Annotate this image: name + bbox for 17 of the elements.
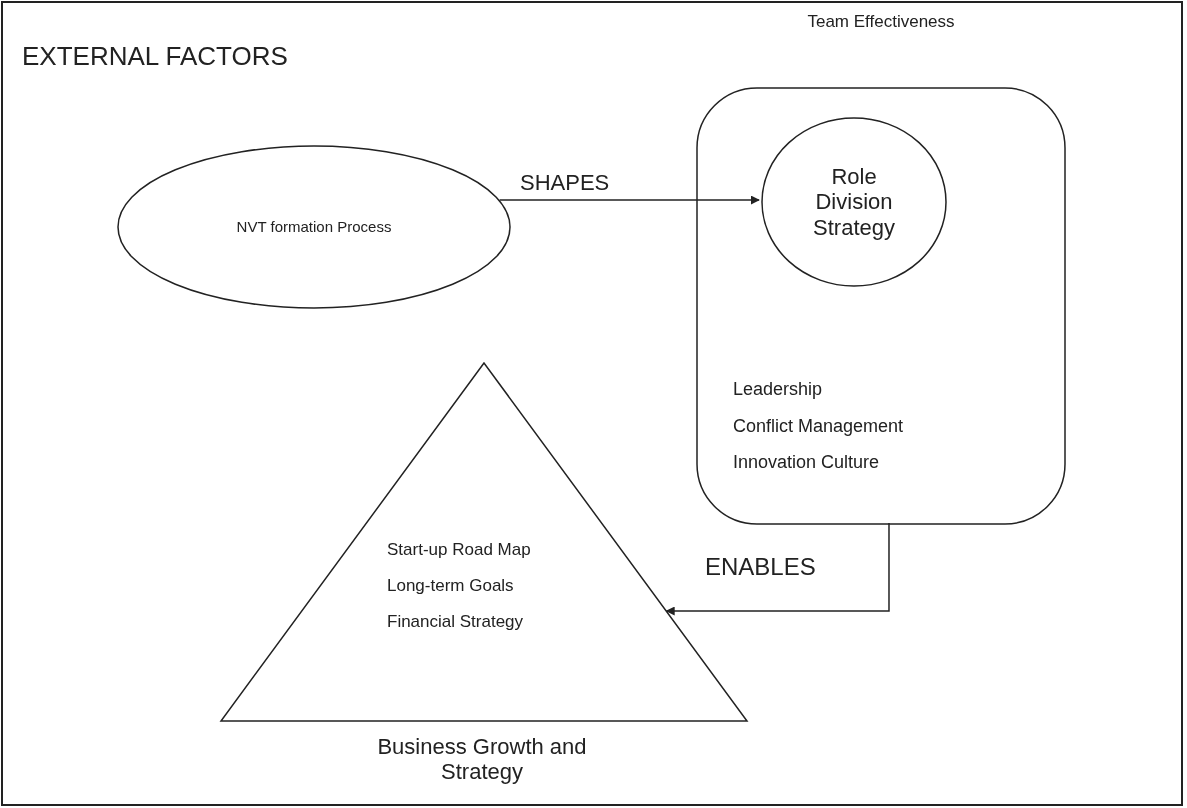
triangle-caption: Business Growth and Strategy bbox=[376, 734, 588, 785]
arrow bbox=[665, 522, 890, 616]
list-item: Financial Strategy bbox=[387, 612, 524, 632]
group-heading: Team Effectiveness bbox=[807, 12, 955, 32]
list-item: Start-up Road Map bbox=[387, 540, 531, 560]
ellipse-node bbox=[761, 117, 947, 287]
edge-label: SHAPES bbox=[520, 170, 610, 196]
list-item: Long-term Goals bbox=[387, 576, 514, 596]
node-text: NVT formation Process bbox=[236, 218, 392, 236]
list-item: Leadership bbox=[733, 379, 823, 400]
frame-heading: EXTERNAL FACTORS bbox=[22, 42, 288, 72]
arrow bbox=[498, 195, 760, 205]
list-item: Innovation Culture bbox=[733, 452, 880, 473]
ellipse-node bbox=[117, 145, 511, 309]
list-item: Conflict Management bbox=[733, 416, 904, 437]
node-text: Role Division Strategy bbox=[812, 164, 896, 240]
edge-label: ENABLES bbox=[705, 553, 816, 581]
